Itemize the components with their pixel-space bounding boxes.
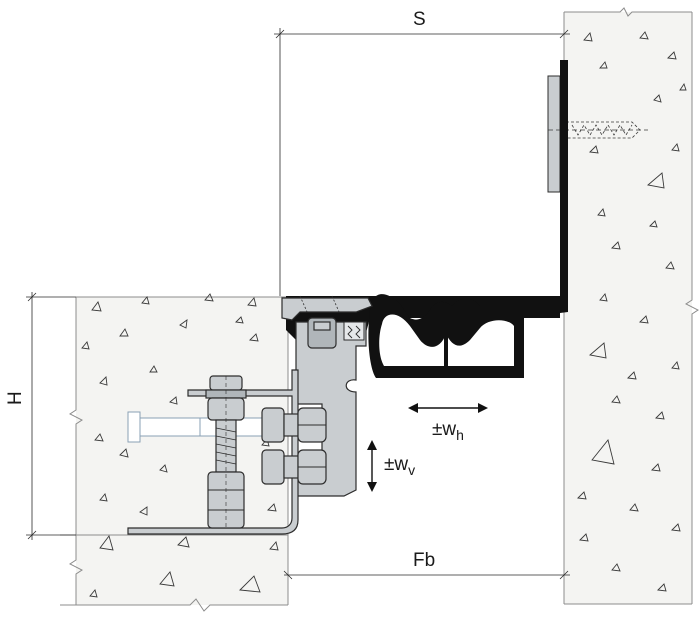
bottom-width-label: Fb <box>413 550 436 571</box>
gap-width-label: S <box>413 9 426 30</box>
ghost-anchor-bolt <box>127 411 273 443</box>
dimension-s <box>274 28 570 296</box>
aggregate-texture-right <box>577 31 687 592</box>
cover-plate <box>281 295 373 321</box>
connection-bolt-upper <box>261 407 327 443</box>
connection-bolt-lower <box>261 449 327 485</box>
threaded-rod <box>205 375 247 529</box>
right-concrete-wall <box>563 7 699 605</box>
dimension-fb <box>283 570 570 580</box>
horizontal-movement-label: ±wh <box>432 419 464 443</box>
aggregate-texture-left <box>81 293 279 598</box>
angle-bracket <box>127 369 299 535</box>
horizontal-movement-arrow <box>408 403 488 413</box>
height-label: H <box>5 391 26 405</box>
vertical-movement-arrow <box>367 440 377 492</box>
lower-concrete-slab <box>60 297 289 612</box>
carrier-bracket <box>295 317 367 497</box>
left-concrete-slab <box>69 296 288 535</box>
vertical-movement-label: ±wv <box>384 454 416 478</box>
dimension-h <box>26 292 76 540</box>
